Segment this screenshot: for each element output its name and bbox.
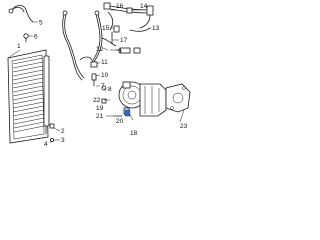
callout-23: 23 [180,123,188,130]
leader-lines [7,9,185,144]
callout-6: 6 [34,34,38,41]
callout-2: 2 [61,128,65,135]
callout-19: 19 [96,105,104,112]
callout-12: 12 [96,46,104,53]
callout-16: 16 [116,3,124,10]
condenser-fittings [49,123,55,142]
callout-20: 20 [116,118,124,125]
callout-11: 11 [101,59,108,66]
compressor [118,81,167,117]
callout-4: 4 [44,141,48,147]
callout-15: 15 [102,25,110,32]
condenser [7,49,50,144]
callout-3: 3 [61,137,65,144]
discharge-hose [8,5,34,43]
highlighted-valve [124,109,131,117]
compressor-fittings [101,85,123,117]
callout-10: 10 [101,72,109,79]
callout-13: 13 [152,25,160,32]
callout-9: 9 [118,48,122,55]
suction-line [90,10,117,87]
callout-7: 7 [101,83,105,90]
ac-system-parts-diagram: 5 6 1 16 14 15 13 17 12 9 11 10 7 8 22 2… [7,2,191,147]
callout-22: 22 [93,97,101,104]
callout-17: 17 [120,37,128,44]
callout-5: 5 [39,20,43,27]
callout-1: 1 [17,43,21,50]
callout-18: 18 [130,130,138,137]
liquid-tube [62,10,93,81]
callout-14: 14 [140,3,148,10]
callout-8: 8 [108,86,112,93]
callout-21: 21 [96,113,104,120]
callout-labels: 5 6 1 16 14 15 13 17 12 9 11 10 7 8 22 2… [17,3,188,147]
hose-assembly-top [103,2,154,54]
compressor-bracket [165,83,191,113]
